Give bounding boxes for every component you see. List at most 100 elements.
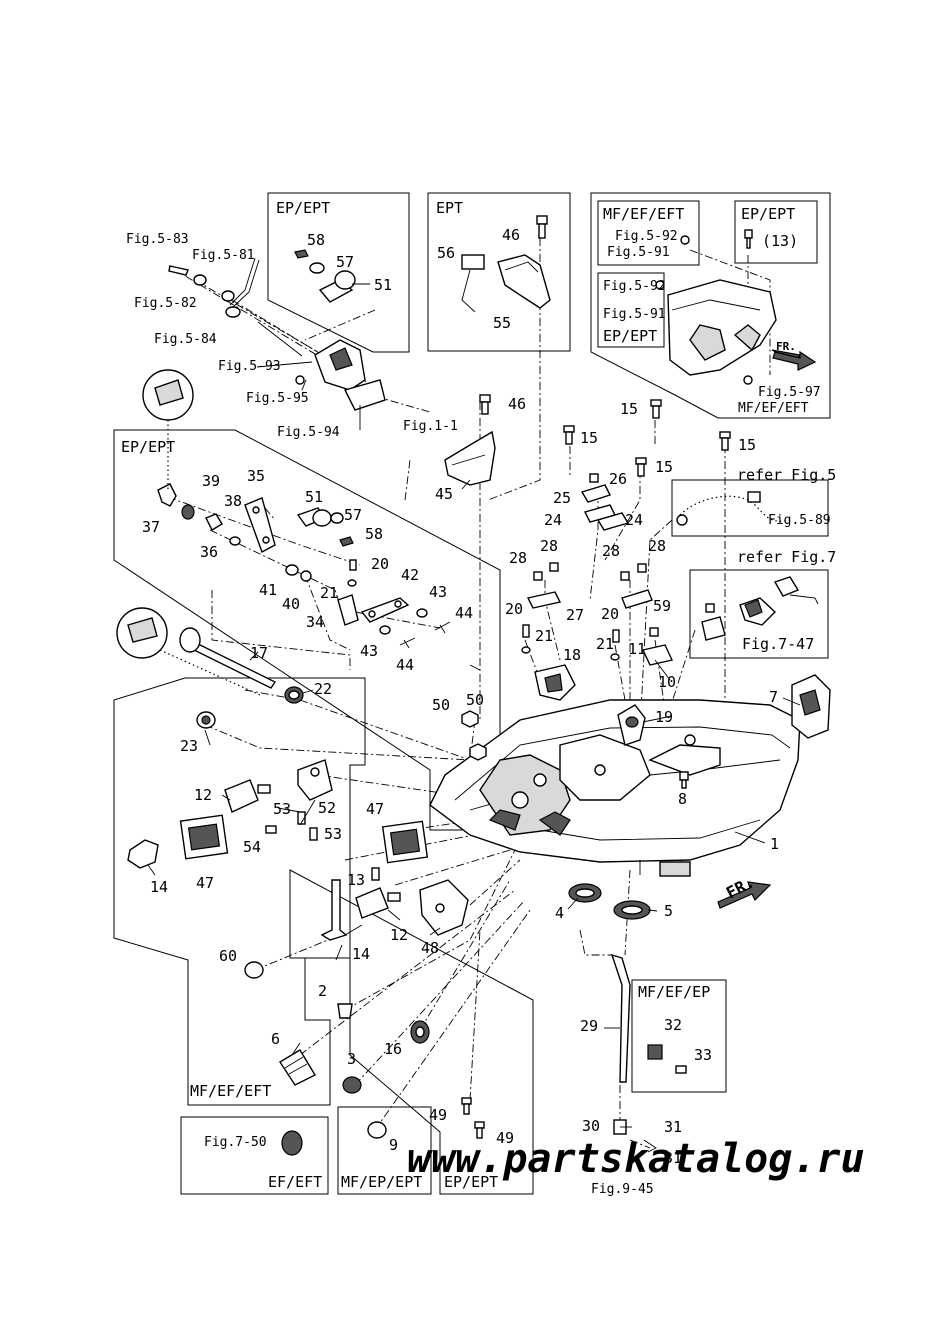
screw-20-b [612,629,620,643]
callout-26: 26 [609,470,627,488]
callout-11: 11 [628,640,646,658]
link-42 [360,597,410,623]
pin-58-b [339,536,354,547]
bolt-15-d [719,431,731,451]
bracket-55 [497,254,551,309]
ref-fig5-91-b[interactable]: Fig.5-91 [603,307,666,322]
callout-52: 52 [318,799,336,817]
callout-3: 3 [347,1050,356,1068]
ref-fig5-89[interactable]: Fig.5-89 [768,513,831,528]
callout-28-a: 28 [509,549,527,567]
callout-44-a: 44 [455,604,473,622]
callout-57-b: 57 [344,506,362,524]
clamp-14-b [320,879,348,941]
clip-56 [461,254,485,313]
callout-31-b: 31 [664,1149,682,1167]
seal-22 [284,686,304,704]
ref-fig5-83[interactable]: Fig.5-83 [126,232,189,247]
ref-fig5-82[interactable]: Fig.5-82 [134,296,197,311]
box-ep-ept-inner [734,200,818,264]
callout-51-b: 51 [305,488,323,506]
ref-part-13: (13) [762,232,798,250]
callout-27: 27 [566,606,584,624]
ref-fig5-92-b[interactable]: Fig.5-92 [603,279,666,294]
ref-fig5-95[interactable]: Fig.5-95 [246,391,309,406]
cap-60 [244,961,264,979]
box-title-ept-top: EPT [436,199,463,217]
refer5-detail [676,491,791,526]
bolt-37 [157,483,177,507]
box-refer-fig7 [689,569,829,659]
box-mf-ef-eft [113,677,366,1106]
box-title-mf-ef-eft-small: MF/EF/EFT [738,401,809,416]
grommet-4 [568,883,602,903]
screw-53-b [309,827,318,841]
callout-55: 55 [493,314,511,332]
callout-49-b: 49 [496,1129,514,1147]
callout-15-a: 15 [620,400,638,418]
ref-fig5-84[interactable]: Fig.5-84 [154,332,217,347]
box-ep-ept-inner2 [597,272,665,348]
ref-fig5-92-a[interactable]: Fig.5-92 [615,229,678,244]
grommet-3 [342,1076,362,1094]
grommet-23 [196,711,216,729]
callout-53-a: 53 [273,800,291,818]
callout-2: 2 [318,982,327,1000]
collar-40 [300,570,312,582]
refer-fig5-label: refer Fig.5 [737,466,836,484]
top-cowl-detail [655,229,802,385]
ref-fig5-97[interactable]: Fig.5-97 [758,385,821,400]
callout-20-c: 20 [371,555,389,573]
ref-fig9-45[interactable]: Fig.9-45 [591,1182,654,1197]
callout-12-a: 12 [194,786,212,804]
clamp-14-a [127,839,159,869]
callout-41: 41 [259,581,277,599]
callout-58-b: 58 [365,525,383,543]
callout-14-b: 14 [352,945,370,963]
bolt-49-b [474,1121,485,1139]
pin-58 [294,249,309,259]
clip-31 [643,1139,657,1153]
callout-21-c: 21 [320,584,338,602]
callout-53-b: 53 [324,825,342,843]
ref-fig7-47[interactable]: Fig.7-47 [742,635,814,653]
callout-54: 54 [243,838,261,856]
screw-28-d [637,563,647,573]
ref-fig5-93[interactable]: Fig.5-93 [218,359,281,374]
callout-34: 34 [306,613,324,631]
ref-fig5-94[interactable]: Fig.5-94 [277,425,340,440]
lever-assembly [295,339,386,411]
callout-47-b: 47 [366,800,384,818]
callout-21-b: 21 [596,635,614,653]
washer-43-b [379,625,391,635]
ref-fig5-91-a[interactable]: Fig.5-91 [607,245,670,260]
ref-fig7-50[interactable]: Fig.7-50 [204,1135,267,1150]
boot-6 [279,1049,316,1086]
callout-15-b: 15 [580,429,598,447]
box-title-mf-ef-eft-inner: MF/EF/EFT [603,205,684,223]
grommet-5 [613,900,651,920]
callout-35: 35 [247,467,265,485]
ref-fig1-1[interactable]: Fig.1-1 [403,419,458,434]
box-top-right [590,192,831,419]
box-title-ep-ept-top: EP/EPT [276,199,330,217]
screw-20-a [522,624,530,638]
washer-43-a [416,608,428,618]
grommet-9 [367,1121,387,1139]
screw-33 [675,1065,687,1074]
bracket-45 [444,430,496,486]
callout-59: 59 [653,597,671,615]
ref-fig5-81[interactable]: Fig.5-81 [192,248,255,263]
fr-label-top: FR. [776,340,796,353]
bracket-18 [534,664,576,701]
callout-6: 6 [271,1030,280,1048]
callout-58-a: 58 [307,231,325,249]
callout-57-a: 57 [336,253,354,271]
callout-46-b: 46 [508,395,526,413]
box-mf-ef-eft-inner [597,200,700,266]
callout-38: 38 [224,492,242,510]
link-arm [168,257,260,318]
callout-28-d: 28 [648,537,666,555]
refer7-detail [701,576,819,641]
bracket-52 [297,759,333,801]
